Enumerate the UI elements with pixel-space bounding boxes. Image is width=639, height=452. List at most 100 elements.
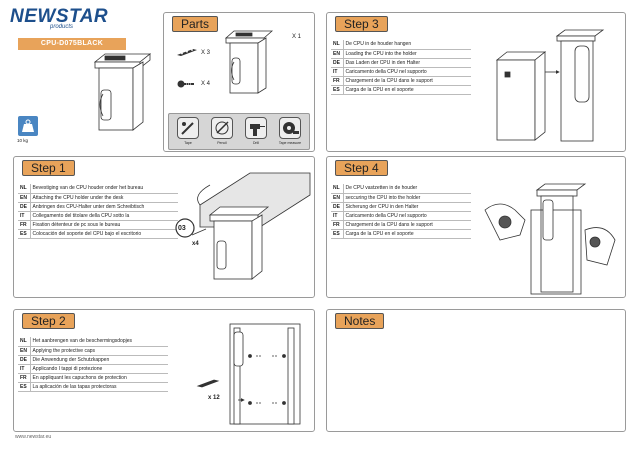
instruction-text: En appliquant les capuchons de protectio… [30,373,168,383]
lang-code: EN [331,49,344,59]
product-illustration [93,53,152,131]
instruction-text: seccuring the CPU into the holder [343,193,471,203]
step4-illustration [484,183,616,295]
brand-name: NEWSTAR [10,6,109,27]
instruction-text: De CPU vastzetten in de houder [343,184,471,194]
instruction-text: Collegamento del titolare della CPU sott… [30,211,178,221]
instruction-text: Caricamento della CPU nel supporto [343,67,471,77]
lang-code: NL [18,184,31,194]
instruction-text: Bevestiging van de CPU houder onder het … [30,184,178,194]
lang-code: EN [18,193,31,203]
lang-code: DE [331,58,344,68]
lang-code: IT [18,211,31,221]
instruction-text: Loading the CPU into the holder [343,49,471,59]
brand-tagline: products [50,24,74,30]
instruction-text: Fixation détenteur de pc sous le bureau [30,220,178,230]
instruction-text: De CPU in de houder hangen [343,40,471,50]
instruction-text: Sicherung der CPU in den Halter [343,202,471,212]
step1-title: Step 1 [22,160,75,176]
lang-code: IT [331,67,344,77]
lang-code: ES [331,85,344,95]
caps-quantity: X 3 [201,50,211,56]
step3-title: Step 3 [335,16,388,32]
step4-title: Step 4 [335,160,388,176]
instruction-text: Het aanbrengen van de beschermingsdopjes [30,337,168,347]
instruction-text: Anbringen des CPU-Halter unter dem Schre… [30,202,178,212]
lang-code: IT [18,364,31,374]
step2-caps-quantity: x 12 [208,395,220,401]
instruction-text: Carga de la CPU en el soporte [343,229,471,239]
pencil-icon [211,117,233,139]
holder-quantity: X 1 [292,34,302,40]
instruction-text: La aplicación de las tapas protectoras [30,382,168,392]
parts-title: Parts [172,16,219,32]
instruction-text: Attaching the CPU holder under the desk [30,193,178,203]
brand-logo: NEWSTAR products [10,6,109,30]
instruction-text: Chargement de la CPU dans le support [343,220,471,230]
lang-code: ES [18,382,31,392]
step1-callout-number: 03 [178,225,186,232]
website-url: www.newstar.eu [15,434,52,440]
model-label: CPU-D075BLACK [18,38,126,50]
step1-illustration [175,172,311,280]
tape-measure-label: Tape measure [278,141,302,145]
lang-code: ES [331,229,344,239]
drill-label: Drill [252,141,260,145]
lang-code: FR [18,220,31,230]
lang-code: EN [18,346,31,356]
step3-illustration [495,29,605,142]
lang-code: DE [331,202,344,212]
notes-title: Notes [335,313,385,329]
lang-code: FR [331,220,344,230]
instruction-text: Applicando I tappi di protezione [30,364,168,374]
lang-code: NL [331,40,344,50]
weight-limit-label: 10 kg [17,138,29,143]
weight-limit-icon [18,116,38,136]
lang-code: IT [331,211,344,221]
lang-code: FR [18,373,31,383]
lang-code: NL [18,337,31,347]
screws-quantity: X 4 [201,81,211,87]
tape-measure-icon [279,117,301,139]
instruction-text: Das Laden der CPU in den Halter [343,58,471,68]
instruction-text: Colocación del soporte del CPU bajo el e… [30,229,178,239]
step2-illustration [196,323,301,425]
tape-label: Tape [184,141,192,145]
instruction-text: Caricamento della CPU nel supporto [343,211,471,221]
caps-icon [177,49,197,56]
notes-panel: Notes [326,309,626,432]
instruction-text: Carga de la CPU en el soporte [343,85,471,95]
instruction-text: Applying the protective caps [30,346,168,356]
step2-title: Step 2 [22,313,75,329]
lang-code: ES [18,229,31,239]
lang-code: DE [18,202,31,212]
tape-icon [177,117,199,139]
screw-icon [177,80,194,88]
instruction-text: Chargement de la CPU dans le support [343,76,471,86]
lang-code: NL [331,184,344,194]
pencil-label: Pencil [217,141,227,145]
tools-strip: Tape Pencil Drill Tape measure [168,113,310,150]
